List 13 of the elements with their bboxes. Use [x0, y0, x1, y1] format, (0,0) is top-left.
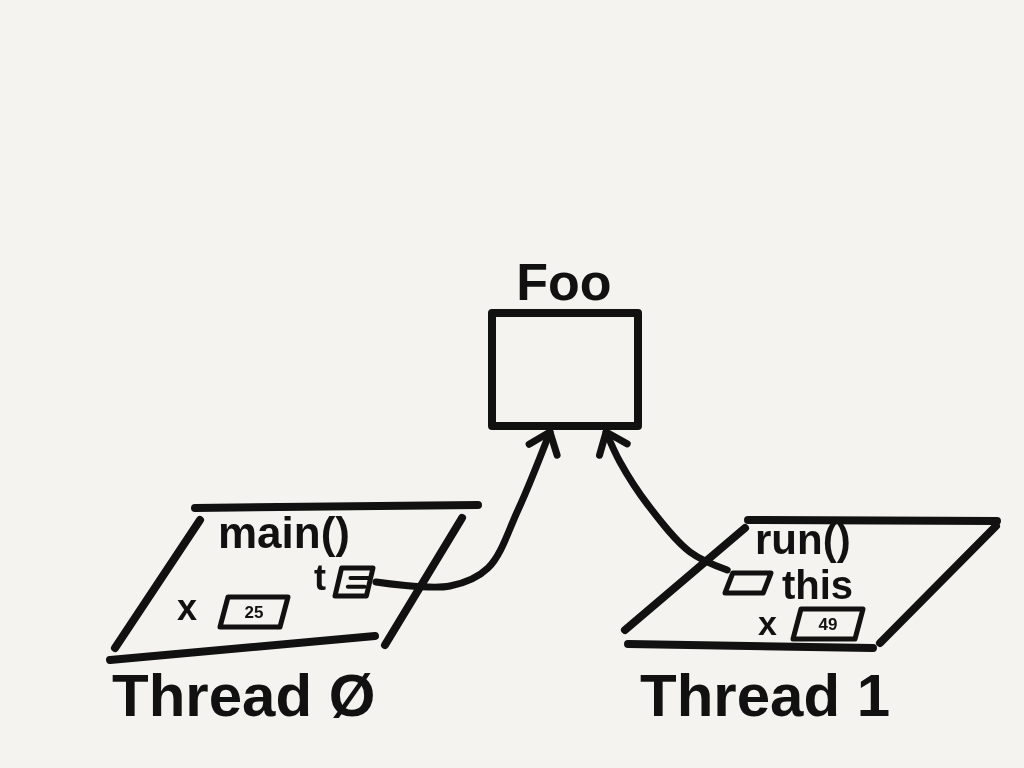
- method-name: run(): [755, 516, 851, 565]
- reference-arrow: [596, 428, 731, 574]
- variable-name: this: [782, 565, 854, 605]
- method-name: main(): [218, 507, 350, 559]
- variable-name: x: [177, 590, 198, 626]
- reference-arrow: [372, 428, 561, 591]
- variable-value: 25: [244, 603, 264, 621]
- object-title: Foo: [515, 256, 613, 308]
- variable-value: 49: [818, 615, 838, 633]
- variable-name: t: [314, 560, 326, 596]
- variable-name: x: [758, 606, 777, 640]
- thread-label: Thread 1: [640, 666, 891, 726]
- thread-label: Thread Ø: [112, 666, 376, 726]
